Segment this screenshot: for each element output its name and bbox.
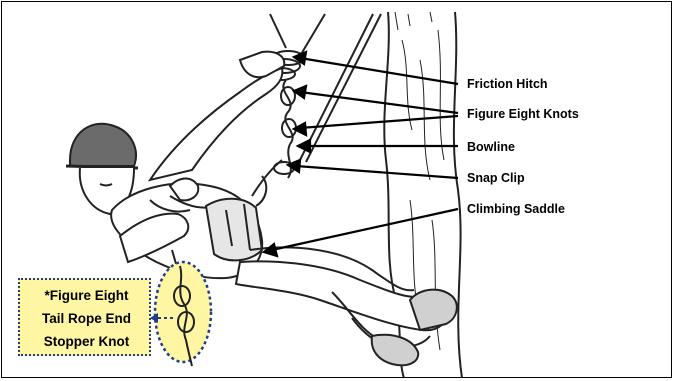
stopper-knot-callout: *Figure Eight Tail Rope End Stopper Knot [18,278,151,356]
leader-arrows [264,52,458,256]
label-climbing-saddle: Climbing Saddle [467,203,565,216]
label-figure-eight-knots: Figure Eight Knots [467,108,579,121]
label-snap-clip: Snap Clip [467,172,525,185]
label-friction-hitch: Friction Hitch [467,78,548,91]
callout-line-3: Stopper Knot [20,335,153,349]
label-bowline: Bowline [467,141,515,154]
callout-line-1: *Figure Eight [20,289,153,303]
callout-line-2: Tail Rope End [20,312,153,326]
